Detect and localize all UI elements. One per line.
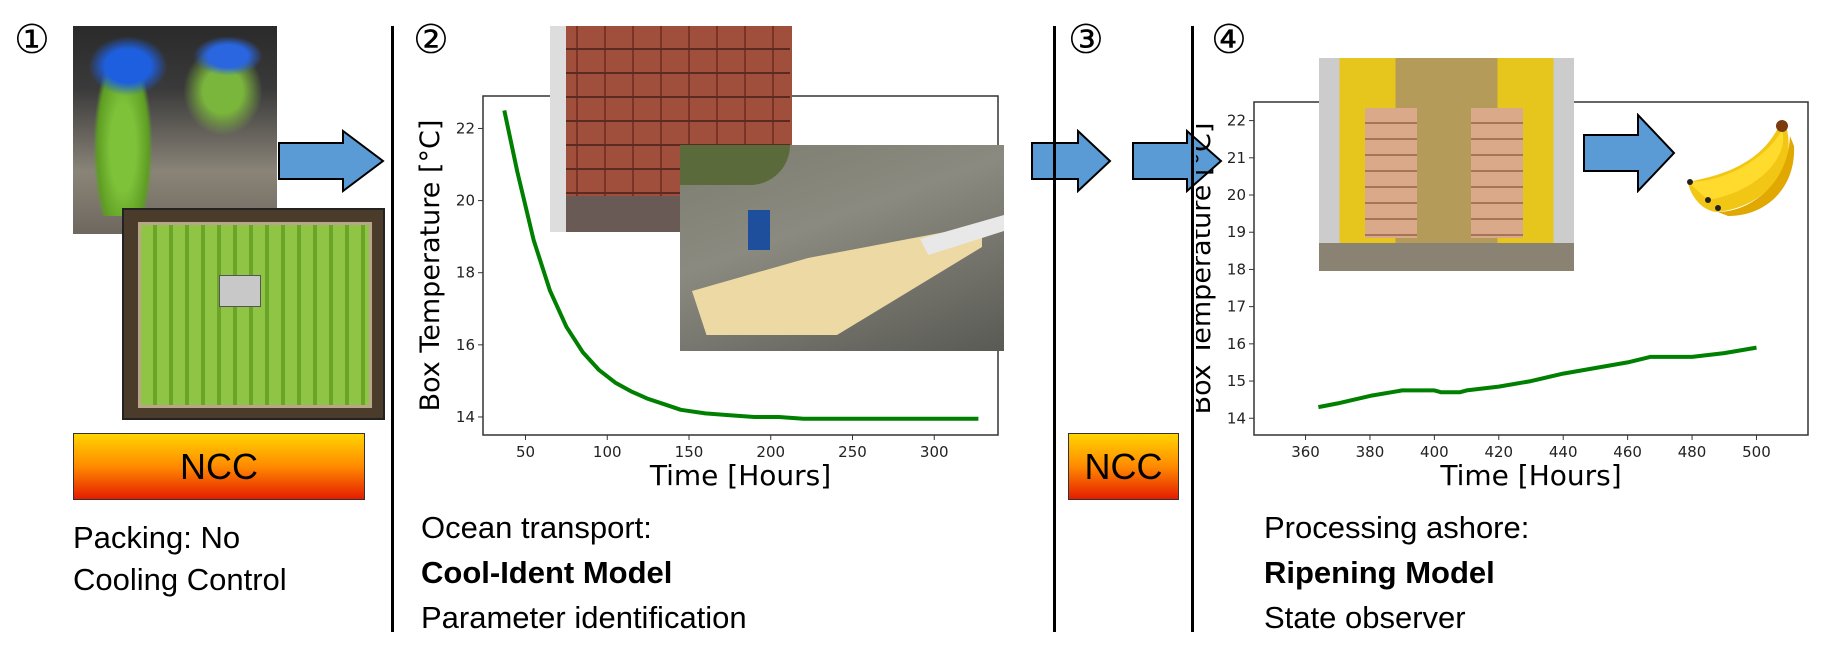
x-axis-label: Time [Hours] — [649, 459, 831, 490]
y-axis-label: Box Temperature [°C] — [1196, 123, 1217, 415]
step-2-line-3: Parameter identification — [421, 600, 747, 635]
x-tick-label: 300 — [920, 443, 949, 461]
x-tick-label: 440 — [1549, 443, 1578, 461]
y-tick-label: 20 — [1227, 186, 1246, 204]
y-tick-label: 16 — [456, 336, 475, 354]
cargo-ship-photo — [680, 145, 1004, 351]
y-tick-label: 14 — [456, 408, 475, 426]
step-2-line-2: Cool-Ident Model — [421, 555, 673, 590]
x-tick-label: 150 — [675, 443, 704, 461]
y-tick-label: 15 — [1227, 372, 1246, 390]
step-4-number: ④ — [1211, 17, 1247, 63]
y-tick-label: 17 — [1227, 298, 1246, 316]
divider — [1191, 26, 1194, 632]
x-tick-label: 250 — [838, 443, 867, 461]
arrow-right-icon — [278, 129, 385, 193]
x-tick-label: 460 — [1613, 443, 1642, 461]
y-tick-label: 18 — [1227, 260, 1246, 278]
step-4-line-1: Processing ashore: — [1264, 510, 1530, 545]
x-tick-label: 400 — [1420, 443, 1449, 461]
x-tick-label: 480 — [1678, 443, 1707, 461]
temperature-line — [1318, 345, 1757, 410]
y-tick-label: 20 — [456, 192, 475, 210]
step-2-line-1: Ocean transport: — [421, 510, 652, 545]
x-tick-label: 50 — [516, 443, 535, 461]
step-1-line-1: Packing: No — [73, 520, 241, 555]
x-tick-label: 100 — [593, 443, 622, 461]
x-tick-label: 420 — [1484, 443, 1513, 461]
ncc-badge: NCC — [1068, 433, 1179, 500]
x-tick-label: 380 — [1356, 443, 1385, 461]
y-tick-label: 18 — [456, 264, 475, 282]
y-tick-label: 22 — [1227, 112, 1246, 130]
x-axis-label: Time [Hours] — [1439, 459, 1621, 490]
step-1-line-2: Cooling Control — [73, 562, 287, 597]
y-tick-label: 21 — [1227, 149, 1246, 167]
divider — [1053, 26, 1056, 632]
y-tick-label: 16 — [1227, 335, 1246, 353]
arrow-right-icon — [1583, 113, 1676, 193]
ncc-badge: NCC — [73, 433, 365, 500]
arrow-right-icon — [1031, 129, 1112, 193]
banana-plantation-photo — [73, 26, 277, 234]
processing-ashore-chart: 360 380 400 420 440 460 480 500 14 15 16 17 18 19 20 21… — [1196, 101, 1809, 490]
y-tick-label: 22 — [456, 119, 475, 137]
x-tick-label: 360 — [1291, 443, 1320, 461]
step-3-number: ③ — [1068, 17, 1104, 63]
arrow-right-icon — [1132, 129, 1223, 193]
banana-box-photo — [122, 208, 385, 420]
divider — [391, 26, 394, 632]
step-4-line-3: State observer — [1264, 600, 1466, 635]
y-tick-label: 14 — [1227, 409, 1246, 427]
banana-icon — [1687, 120, 1795, 216]
step-4-line-2: Ripening Model — [1264, 555, 1495, 590]
x-tick-label: 500 — [1742, 443, 1771, 461]
step-1-number: ① — [14, 17, 50, 63]
x-tick-label: 200 — [756, 443, 785, 461]
y-tick-label: 19 — [1227, 223, 1246, 241]
step-2-number: ② — [413, 17, 449, 63]
ripening-room-photo — [1319, 58, 1574, 271]
y-axis-label: Box Temperature [°C] — [415, 120, 446, 412]
container-boxes-photo — [550, 26, 792, 232]
temperature-line — [502, 109, 979, 421]
